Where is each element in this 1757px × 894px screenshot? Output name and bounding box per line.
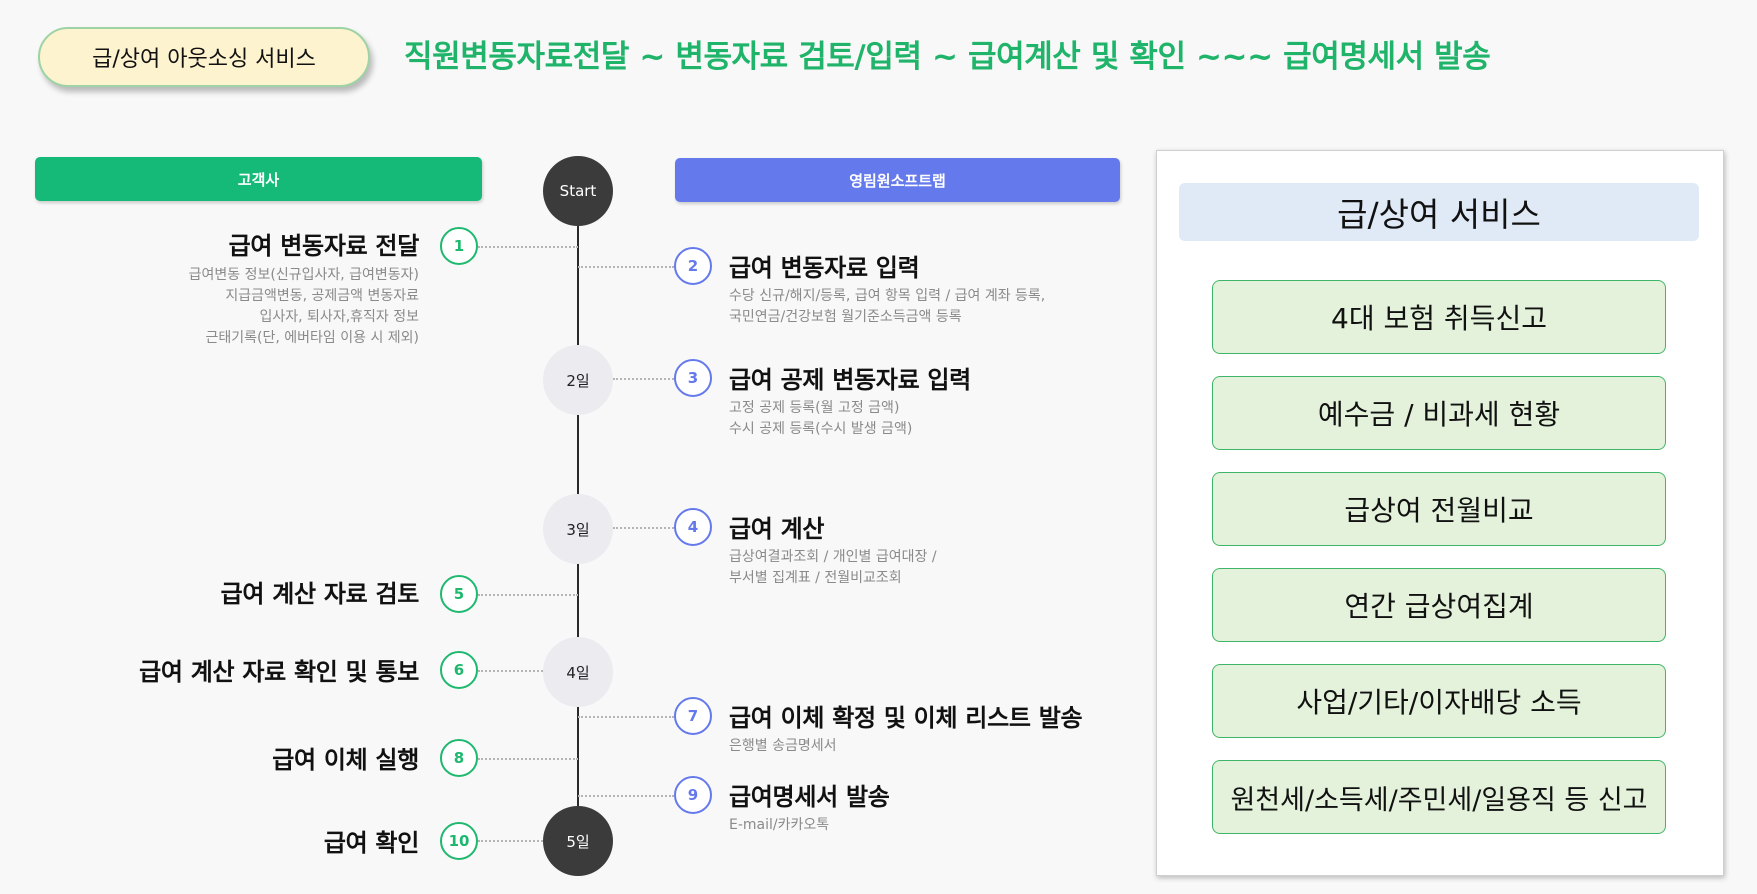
step-9: 급여명세서 발송 E-mail/카카오톡 [729, 777, 890, 836]
step-1-detail: 입사자, 퇴사자,휴직자 정보 [259, 309, 419, 325]
step-9-title: 급여명세서 발송 [729, 783, 890, 811]
step-1-detail: 급여변동 정보(신규입사자, 급여변동자) [188, 267, 419, 283]
connector-step-7 [578, 716, 674, 718]
connector-step-4 [613, 527, 674, 529]
service-item: 사업/기타/이자배당 소득 [1212, 664, 1666, 738]
step-7-number: 7 [674, 697, 712, 735]
step-1: 급여 변동자료 전달 급여변동 정보(신규입사자, 급여변동자) 지급금액변동,… [188, 226, 420, 349]
client-column-header: 고객사 [35, 157, 482, 201]
vendor-column-header: 영림원소프트랩 [675, 158, 1120, 202]
connector-step-8 [478, 758, 578, 760]
timeline-day3-marker: 3일 [543, 494, 613, 564]
step-2-detail: 수당 신규/해지/등록, 급여 항목 입력 / 급여 계좌 등록, [729, 288, 1046, 304]
step-4: 급여 계산 급상여결과조회 / 개인별 급여대장 / 부서별 집계표 / 전월비… [729, 509, 937, 589]
connector-step-6 [478, 670, 543, 672]
step-4-detail: 급상여결과조회 / 개인별 급여대장 / [729, 549, 937, 565]
step-7-title: 급여 이체 확정 및 이체 리스트 발송 [729, 704, 1083, 732]
connector-step-5 [478, 594, 578, 596]
step-2-detail: 국민연금/건강보험 월기준소득금액 등록 [729, 309, 962, 325]
step-4-title: 급여 계산 [729, 515, 825, 543]
service-item: 4대 보험 취득신고 [1212, 280, 1666, 354]
step-2: 급여 변동자료 입력 수당 신규/해지/등록, 급여 항목 입력 / 급여 계좌… [729, 248, 1045, 328]
service-item: 급상여 전월비교 [1212, 472, 1666, 546]
timeline-day4-marker: 4일 [543, 637, 613, 707]
step-9-number: 9 [674, 776, 712, 814]
step-6-number: 6 [440, 651, 478, 689]
step-3-title: 급여 공제 변동자료 입력 [729, 366, 971, 394]
step-3-detail: 수시 공제 등록(수시 발생 금액) [729, 421, 913, 437]
step-2-title: 급여 변동자료 입력 [729, 254, 920, 282]
step-9-detail: E-mail/카카오톡 [729, 817, 830, 833]
step-7: 급여 이체 확정 및 이체 리스트 발송 은행별 송금명세서 [729, 698, 1083, 757]
service-badge: 급/상여 아웃소싱 서비스 [38, 27, 370, 87]
step-3: 급여 공제 변동자료 입력 고정 공제 등록(월 고정 금액) 수시 공제 등록… [729, 360, 971, 440]
step-8-number: 8 [440, 739, 478, 777]
step-7-detail: 은행별 송금명세서 [729, 738, 837, 754]
connector-step-1 [478, 246, 578, 248]
step-5-number: 5 [440, 575, 478, 613]
step-1-number: 1 [440, 227, 478, 265]
service-item: 연간 급상여집계 [1212, 568, 1666, 642]
timeline-start-marker: Start [543, 156, 613, 226]
step-1-detail: 지급금액변동, 공제금액 변동자료 [225, 288, 419, 304]
process-headline: 직원변동자료전달 ~ 변동자료 검토/입력 ~ 급여계산 및 확인 ~~~ 급여… [404, 39, 1491, 75]
step-10-title: 급여 확인 [323, 829, 419, 857]
timeline-day5-marker: 5일 [543, 806, 613, 876]
step-1-detail: 근태기록(단, 에버타임 이용 시 제외) [205, 330, 420, 346]
timeline-day2-marker: 2일 [543, 345, 613, 415]
step-2-number: 2 [674, 247, 712, 285]
step-3-detail: 고정 공제 등록(월 고정 금액) [729, 400, 900, 416]
connector-step-10 [478, 840, 543, 842]
step-1-title: 급여 변동자료 전달 [228, 232, 420, 260]
service-panel-title: 급/상여 서비스 [1179, 183, 1699, 241]
connector-step-9 [578, 795, 674, 797]
step-4-detail: 부서별 집계표 / 전월비교조회 [729, 570, 902, 586]
service-item: 원천세/소득세/주민세/일용직 등 신고 [1212, 760, 1666, 834]
step-5-title: 급여 계산 자료 검토 [220, 580, 420, 608]
step-10-number: 10 [440, 822, 478, 860]
step-6-title: 급여 계산 자료 확인 및 통보 [139, 658, 419, 686]
step-8-title: 급여 이체 실행 [272, 746, 419, 774]
step-4-number: 4 [674, 508, 712, 546]
service-item: 예수금 / 비과세 현황 [1212, 376, 1666, 450]
step-3-number: 3 [674, 359, 712, 397]
connector-step-3 [613, 378, 674, 380]
connector-step-2 [578, 266, 674, 268]
